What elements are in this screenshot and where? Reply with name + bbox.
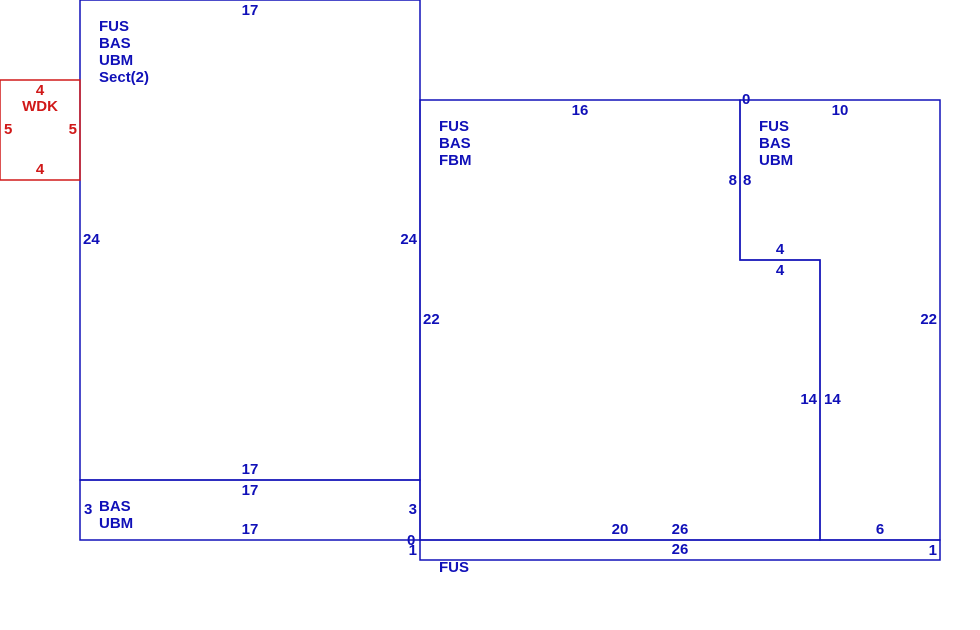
main-upper-bottom-dimension: 17 (242, 461, 259, 478)
bottom-strip-top-dimension: 26 (672, 541, 689, 558)
main-lower-top-dimension: 17 (242, 482, 259, 499)
center-inner-side-dimension: 8 (729, 172, 737, 189)
right-right-dimension: 22 (920, 311, 937, 328)
main-upper-code-2: BAS (99, 35, 131, 52)
main-lower-right-dimension: 3 (409, 501, 417, 518)
right-bottom-dimension: 6 (876, 521, 884, 538)
main-lower-bottom-dimension: 17 (242, 521, 259, 538)
wood-deck-outline (0, 79, 81, 181)
center-top-dimension: 16 (572, 102, 589, 119)
right-code-1: FUS (759, 118, 789, 135)
center-code-3: FBM (439, 152, 472, 169)
center-code-1: FUS (439, 118, 469, 135)
main-upper-code-4: Sect(2) (99, 69, 149, 86)
wood-deck-bottom-dimension: 4 (36, 161, 45, 178)
right-top-dimension: 10 (832, 102, 849, 119)
main-upper-top-dimension: 17 (242, 2, 259, 19)
wood-deck-code: WDK (22, 98, 58, 115)
right-inner-left-dimension: 14 (800, 391, 817, 408)
bottom-strip-code: FUS (439, 559, 469, 576)
center-corner-top-dimension: 0 (742, 91, 750, 108)
main-upper-code-1: FUS (99, 18, 129, 35)
main-upper-right-dimension: 24 (400, 231, 417, 248)
bottom-strip-outline (419, 539, 941, 561)
right-step-top-dimension: 4 (776, 241, 785, 258)
center-corner-bottom-dimension: 0 (407, 532, 415, 549)
main-lower-left-dimension: 3 (84, 501, 92, 518)
wood-deck-top-dimension: 4 (36, 82, 45, 99)
main-lower-code-2: UBM (99, 515, 133, 532)
center-code-2: BAS (439, 135, 471, 152)
main-upper-code-3: UBM (99, 52, 133, 69)
center-left-dimension: 22 (423, 311, 440, 328)
center-bottom-left-dimension: 20 (612, 521, 629, 538)
right-code-3: UBM (759, 152, 793, 169)
right-inner-right-dimension: 14 (824, 391, 841, 408)
wood-deck-left-dimension: 5 (4, 121, 12, 138)
wood-deck-right-dimension: 5 (69, 121, 77, 138)
main-upper-left-dimension: 24 (83, 231, 100, 248)
right-step-bottom-dimension: 4 (776, 262, 785, 279)
right-left-dimension: 8 (743, 172, 751, 189)
right-code-2: BAS (759, 135, 791, 152)
center-bottom-right-dimension: 26 (672, 521, 689, 538)
bottom-strip-right-dimension: 1 (929, 542, 937, 559)
bottom-strip-left-dimension: 1 (409, 542, 417, 559)
main-lower-code-1: BAS (99, 498, 131, 515)
